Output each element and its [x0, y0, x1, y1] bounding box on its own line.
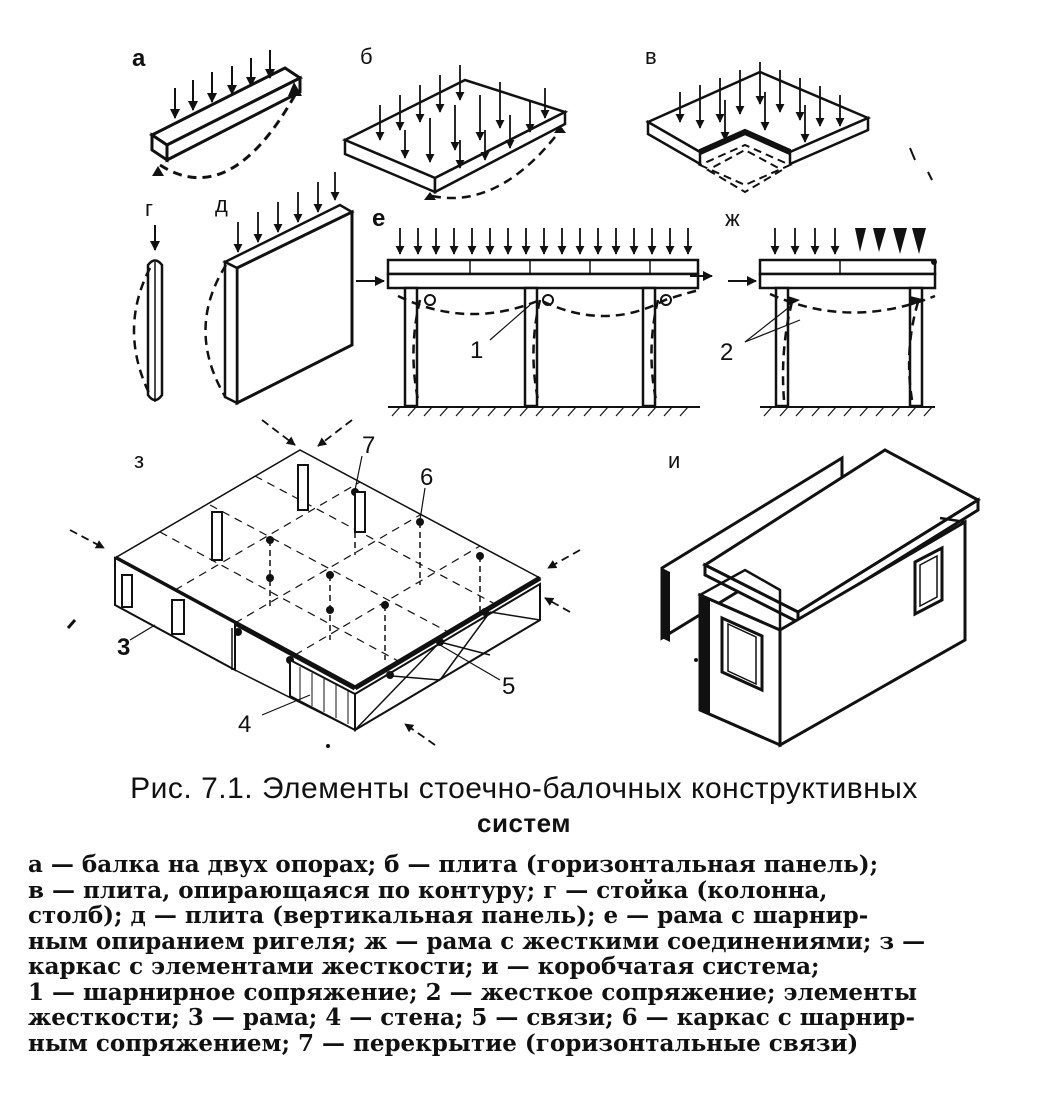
callout-3: 3	[117, 634, 130, 661]
panel-label-d: д	[215, 192, 228, 217]
caption-title-line2: систем	[477, 808, 571, 838]
load-drops-zh	[855, 228, 926, 254]
caption-line: ным опиранием ригеля; ж — рама с жестким…	[28, 927, 926, 955]
panel-label-b: б	[360, 44, 373, 69]
panel-label-v: в	[645, 44, 657, 69]
panel-zh-rigid-frame: ж	[720, 206, 937, 417]
caption-line: а — балка на двух опорах; б — плита (гор…	[28, 851, 879, 878]
caption-line: в — плита, опирающаяся по контуру; г — с…	[28, 876, 828, 904]
callout-7: 7	[362, 432, 375, 459]
load-arrows-a	[170, 50, 275, 119]
callout-5: 5	[502, 673, 515, 700]
caption-line: каркас с элементами жесткости; и — короб…	[28, 953, 820, 980]
figure-caption-legend: а — балка на двух опорах; б — плита (гор…	[28, 852, 1020, 1056]
caption-title-line1: Рис. 7.1. Элементы стоечно-балочных конс…	[130, 772, 918, 805]
panel-b-slab: б	[342, 44, 569, 200]
load-arrows-v	[675, 62, 845, 143]
structural-systems-figure: а б	[66, 44, 981, 748]
caption-line: 1 — шарнирное сопряжение; 2 — жесткое со…	[28, 978, 918, 1006]
load-arrows-d	[233, 172, 340, 253]
load-arrows-e	[395, 228, 693, 255]
panel-a-beam: а	[132, 45, 303, 180]
callout-1: 1	[470, 337, 483, 364]
panel-g-column: г	[132, 196, 164, 402]
figure-caption-title: Рис. 7.1. Элементы стоечно-балочных конс…	[28, 772, 1020, 839]
panel-v-contour-slab: в	[645, 44, 872, 194]
panel-label-e: е	[372, 205, 385, 232]
caption-line: столб); д — плита (вертикальная панель);…	[28, 902, 869, 929]
callout-6: 6	[420, 464, 433, 491]
load-arrows-zh	[770, 228, 840, 255]
load-arrows-b	[375, 65, 550, 169]
panel-z-braced-frame: з	[66, 419, 581, 746]
caption-line: жесткости; 3 — рама; 4 — стена; 5 — связ…	[28, 1004, 916, 1031]
panel-e-hinged-frame: е	[356, 205, 713, 417]
panel-label-zh: ж	[725, 206, 740, 231]
caption-line: ным сопряжением; 7 — перекрытие (горизон…	[28, 1029, 859, 1057]
panel-label-g: г	[145, 196, 153, 221]
panel-label-z: з	[134, 448, 144, 473]
panel-label-a: а	[132, 45, 146, 72]
panel-i-box-system: и	[660, 448, 981, 748]
panel-label-i: и	[668, 448, 680, 473]
callout-2: 2	[720, 339, 733, 366]
panel-d-wall: д	[204, 172, 355, 406]
callout-4: 4	[238, 711, 251, 738]
